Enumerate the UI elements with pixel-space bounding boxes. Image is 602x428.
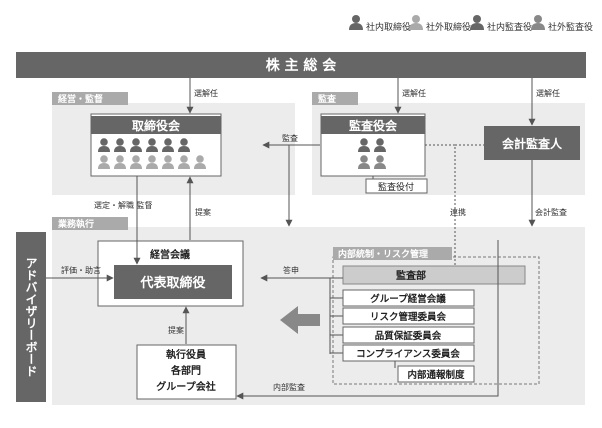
auditor-office-label: 監査役付 xyxy=(378,181,414,193)
management-meeting-label: 経営会議 xyxy=(150,248,190,261)
label-cooperation: 連携 xyxy=(450,207,466,217)
internal-control-area: 内部統制・リスク管理 監査部 グループ経営会議 リスク管理委員会 品質保証委員会… xyxy=(329,247,540,385)
label-elect-2: 選解任 xyxy=(402,88,426,98)
legend-label: 社内取締役 xyxy=(366,21,411,33)
label-evaluation: 評価・助言 xyxy=(61,265,101,275)
committee-label: リスク管理委員会 xyxy=(370,311,447,323)
committee-box: 品質保証委員会 xyxy=(342,326,475,344)
committee-label: コンプライアンス委員会 xyxy=(356,348,460,360)
committee-box: コンプライアンス委員会 xyxy=(342,344,475,362)
management-meeting: 経営会議 代表取締役 xyxy=(97,240,244,307)
committee-label: グループ経営会議 xyxy=(370,293,446,305)
arrow-labels: 選解任 選解任 選解任 監査 選定・解職 監督 提案 評価・助言 答申 連携 会… xyxy=(61,88,567,392)
audit-department-label: 監査部 xyxy=(396,269,426,282)
label-accounting-audit: 会計監査 xyxy=(535,207,567,217)
board-of-auditors: 監査役会 xyxy=(320,113,426,177)
exec-line: グループ会社 xyxy=(156,380,215,393)
advisory-board: アドバイザリーボード xyxy=(16,232,46,402)
legend-label: 社内監査役 xyxy=(487,21,532,33)
board-of-directors: 取締役会 xyxy=(90,113,222,177)
shareholders-meeting: 株 主 総 会 xyxy=(16,52,586,78)
label-report: 答申 xyxy=(283,265,299,275)
board-label: 取締役会 xyxy=(132,118,181,133)
person-icon xyxy=(409,15,423,30)
area-label: 内部統制・リスク管理 xyxy=(338,248,428,260)
area-label: 監査 xyxy=(318,93,337,105)
label-proposal-2: 提案 xyxy=(168,325,184,335)
auditor-office: 監査役付 xyxy=(365,176,428,194)
person-icon xyxy=(470,15,484,30)
report-big-arrow xyxy=(280,306,320,334)
exec-line: 各部門 xyxy=(170,364,201,377)
person-icon xyxy=(349,15,363,30)
label-select-supervise: 選定・解職 監督 xyxy=(94,200,153,210)
area-label: 業務執行 xyxy=(57,218,94,230)
area-label: 経営・監督 xyxy=(58,93,103,105)
legend: 社内取締役 社外取締役 社内監査役 社外監査役 xyxy=(349,15,593,33)
committee-label: 品質保証委員会 xyxy=(375,330,442,342)
label-audit: 監査 xyxy=(282,133,298,143)
exec-line: 執行役員 xyxy=(166,348,206,361)
legend-label: 社外監査役 xyxy=(548,21,593,33)
accounting-auditor-label: 会計監査人 xyxy=(502,136,563,151)
legend-item-internal-director: 社内取締役 xyxy=(349,15,411,33)
advisory-board-label: アドバイザリーボード xyxy=(24,257,38,377)
legend-item-internal-auditor: 社内監査役 xyxy=(470,15,532,33)
connectors xyxy=(46,78,536,400)
label-proposal-1: 提案 xyxy=(195,207,211,217)
person-icon xyxy=(531,15,545,30)
executive-officers: 執行役員 各部門 グループ会社 xyxy=(136,344,237,400)
accounting-auditor: 会計監査人 xyxy=(484,126,580,160)
auditors-board-label: 監査役会 xyxy=(349,118,398,133)
legend-label: 社外取締役 xyxy=(426,21,471,33)
label-elect-3: 選解任 xyxy=(536,88,560,98)
representative-director-label: 代表取締役 xyxy=(139,275,205,291)
label-elect-1: 選解任 xyxy=(194,88,218,98)
committee-box: リスク管理委員会 xyxy=(342,307,475,325)
label-internal-audit: 内部監査 xyxy=(273,382,305,392)
committee-box: グループ経営会議 xyxy=(342,289,475,307)
whistleblowing-box: 内部通報制度 xyxy=(397,365,475,383)
legend-item-external-director: 社外取締役 xyxy=(409,15,471,33)
arrow-internal-audit xyxy=(236,240,499,400)
legend-item-external-auditor: 社外監査役 xyxy=(531,15,593,33)
whistleblowing-label: 内部通報制度 xyxy=(407,369,465,381)
shareholders-meeting-label: 株 主 総 会 xyxy=(266,57,338,74)
